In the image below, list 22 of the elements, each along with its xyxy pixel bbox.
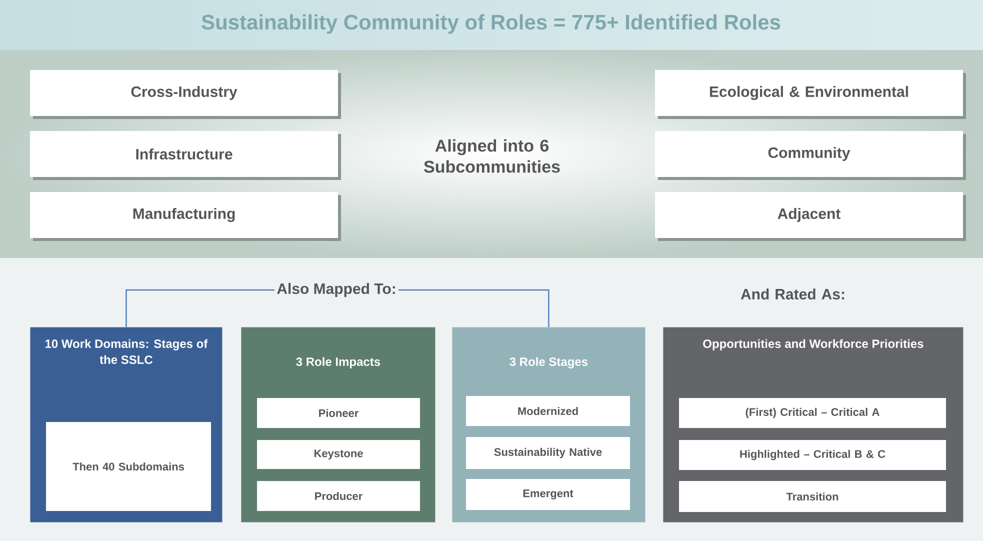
title: Sustainability Community of Roles = 775+ Identified Roles [202,14,780,34]
item-box: Then 40 Subdomains [46,422,211,511]
item-box: Keystone [257,440,420,469]
label-text: And Rated As: [740,288,844,300]
bracket-line [126,289,274,327]
item-box: Sustainability Native [466,437,630,469]
bracket-line [398,289,550,327]
category-box: Community [655,131,966,180]
category-box: Manufacturing [30,192,341,241]
item-box: Emergent [466,479,630,510]
item-box: Transition [679,481,946,512]
label-text: Aligned into 6 Subcommunities [424,139,560,173]
heading-text: Also Mapped To: [277,283,395,297]
category-box: Ecological & Environmental [655,70,966,119]
category-box: Adjacent [655,192,966,241]
item-box: (First) Critical – Critical A [679,398,946,428]
category-box: Infrastructure [30,131,341,180]
item-box: Pioneer [257,398,420,428]
category-box: Cross-Industry [30,70,341,119]
item-box: Highlighted – Critical B & C [679,440,946,470]
item-box: Modernized [466,396,630,426]
item-box: Producer [257,481,420,511]
